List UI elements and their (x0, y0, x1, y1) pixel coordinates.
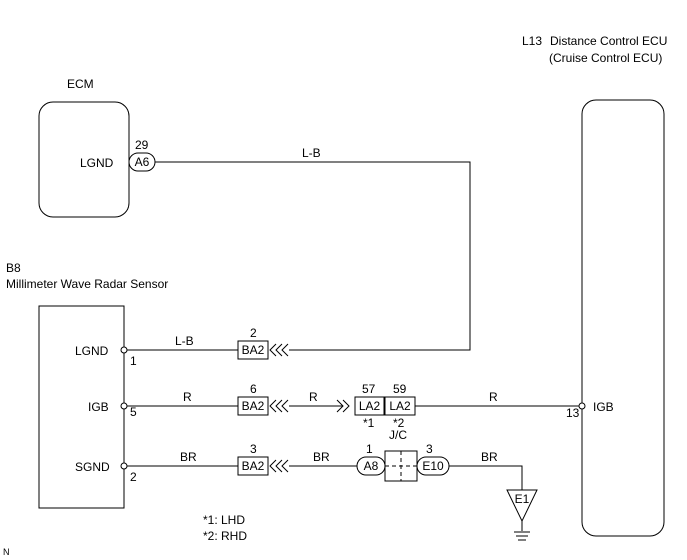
ecm-title: ECM (67, 77, 94, 91)
distance-ecu-pin-number: 13 (566, 406, 580, 420)
note-lhd: *1: LHD (203, 513, 245, 527)
connector-la2-right-label: LA2 (389, 399, 411, 413)
distance-ecu-terminal (578, 402, 586, 410)
radar-pin-lgnd-label: LGND (75, 344, 109, 358)
chevron-icon (269, 343, 289, 357)
a8-pin: 1 (366, 442, 373, 456)
ecm-pin-label: LGND (80, 156, 114, 170)
distance-ecu-subtitle: (Cruise Control ECU) (549, 51, 662, 65)
connector-ba2-sgnd (237, 456, 269, 476)
distance-ecu-title: Distance Control ECU (550, 34, 667, 48)
radar-box (38, 305, 125, 509)
jc-label: J/C (389, 428, 407, 442)
wire-sgnd-ground (449, 465, 523, 490)
chevron-icon (269, 459, 289, 473)
wire-lgnd-label: L-B (175, 334, 194, 348)
radar-pin-igb-number: 5 (130, 405, 137, 419)
connector-la2-left (354, 396, 385, 416)
connector-a6-label: A6 (135, 155, 150, 169)
wire-ecm-label: L-B (302, 146, 321, 160)
wire-sgnd-label-2: BR (313, 450, 330, 464)
ground-triangle (506, 489, 538, 523)
connector-ba2-lgnd (237, 340, 269, 360)
chevron-icon (336, 399, 350, 413)
wire-sgnd-label-3: BR (481, 450, 498, 464)
la2-left-pin: 57 (362, 382, 376, 396)
la2-right-pin: 59 (393, 382, 407, 396)
chevron-icon (269, 399, 289, 413)
radar-title: Millimeter Wave Radar Sensor (6, 277, 168, 291)
e10-pin: 3 (426, 442, 433, 456)
wire-igb-label-1: R (183, 390, 192, 404)
wire-igb-label-3: R (489, 390, 498, 404)
distance-ecu-code: L13 (522, 34, 542, 48)
wire-igb-label-2: R (309, 390, 318, 404)
connector-a8-label: A8 (364, 459, 379, 473)
note-rhd: *2: RHD (203, 529, 247, 543)
la2-right-note: *2 (393, 416, 405, 430)
connector-ba2-igb (237, 396, 269, 416)
la2-left-note: *1 (363, 416, 375, 430)
ba2-sgnd-pin: 3 (250, 442, 257, 456)
radar-pin-sgnd-label: SGND (75, 460, 110, 474)
ground-label: E1 (515, 492, 530, 506)
radar-code: B8 (6, 261, 21, 275)
connector-ba2-sgnd-label: BA2 (242, 459, 265, 473)
radar-terminal-igb (120, 402, 128, 410)
ba2-lgnd-pin: 2 (250, 326, 257, 340)
radar-pin-igb-label: IGB (88, 400, 109, 414)
connector-la2-left-label: LA2 (359, 399, 381, 413)
connector-e10-label: E10 (422, 459, 444, 473)
radar-terminal-lgnd (120, 346, 128, 354)
connector-ba2-lgnd-label: BA2 (242, 343, 265, 357)
connector-ba2-igb-label: BA2 (242, 399, 265, 413)
corner-mark: N (3, 547, 10, 557)
wire-ecm-to-radar (155, 161, 471, 351)
radar-pin-sgnd-number: 2 (130, 470, 137, 484)
distance-ecu-pin-label: IGB (593, 400, 614, 414)
ba2-igb-pin: 6 (250, 382, 257, 396)
radar-terminal-sgnd (120, 462, 128, 470)
wire-sgnd-label-1: BR (180, 450, 197, 464)
ecm-pin-number: 29 (135, 138, 149, 152)
radar-pin-lgnd-number: 1 (130, 354, 137, 368)
distance-ecu-box (581, 99, 665, 537)
